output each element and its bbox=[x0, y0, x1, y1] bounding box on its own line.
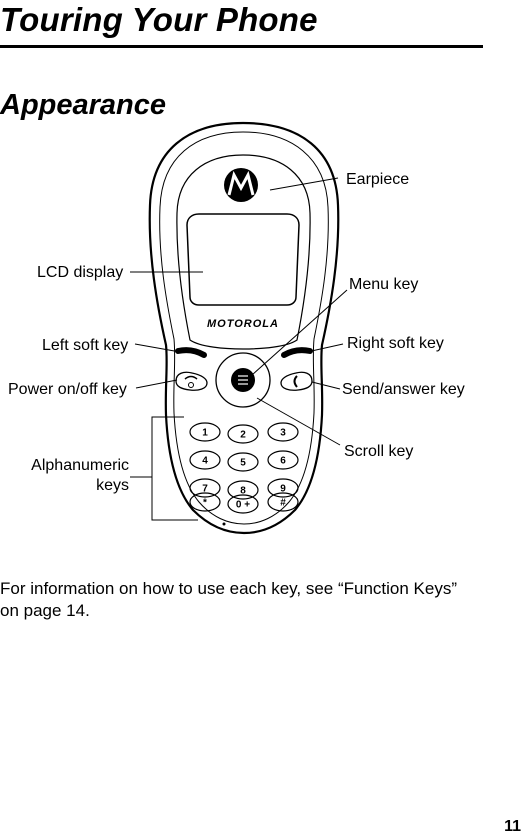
label-earpiece: Earpiece bbox=[346, 171, 409, 188]
keypad-key bbox=[267, 422, 299, 442]
body-text: For information on how to use each key, … bbox=[0, 579, 458, 620]
keypad-key-label: 7 bbox=[202, 484, 208, 495]
keypad-key-label: 1 bbox=[202, 428, 208, 439]
keypad-key bbox=[267, 478, 299, 498]
keypad-key bbox=[267, 492, 299, 512]
keypad-key-label: # bbox=[280, 498, 286, 509]
section-heading: Appearance bbox=[0, 89, 167, 121]
scroll-key bbox=[215, 352, 271, 408]
callout-lines bbox=[130, 177, 348, 521]
keypad-key-label: 4 bbox=[202, 456, 208, 467]
label-lcd-display: LCD display bbox=[37, 264, 123, 281]
phone-body bbox=[148, 121, 340, 535]
keypad-labels: 1 2 3 4 5 6 7 8 9 * 0 + # bbox=[202, 428, 286, 511]
right-soft-key bbox=[281, 347, 313, 358]
power-key bbox=[175, 371, 208, 391]
face-panel bbox=[176, 154, 311, 350]
keypad-key bbox=[227, 424, 259, 444]
keypad-key bbox=[227, 480, 259, 500]
brand-text: MOTOROLA bbox=[207, 318, 279, 330]
label-send-key: Send/answer key bbox=[342, 381, 465, 398]
phone-rim bbox=[159, 131, 329, 525]
page-title: Touring Your Phone bbox=[0, 1, 318, 38]
send-call-icon bbox=[293, 375, 298, 388]
label-keys: keys bbox=[96, 477, 129, 494]
phone-diagram: MOTOROLA 1 2 3 4 5 6 7 8 9 * 0 + # Earpiece LCD dis… bbox=[8, 121, 465, 535]
send-key bbox=[280, 371, 313, 391]
keypad-key-label: 3 bbox=[280, 428, 286, 439]
keypad-key-label: 0 + bbox=[236, 500, 250, 511]
microphone-icon bbox=[222, 522, 226, 526]
page-number: 11 bbox=[504, 818, 521, 835]
label-alphanumeric: Alphanumeric bbox=[31, 457, 129, 474]
keypad-key-label: 8 bbox=[240, 486, 246, 497]
keypad-key-label: 6 bbox=[280, 456, 286, 467]
keypad-key bbox=[189, 450, 221, 470]
keypad-key bbox=[227, 494, 259, 514]
lcd-screen bbox=[186, 213, 300, 306]
keypad-key-label: * bbox=[203, 498, 207, 509]
keypad-key bbox=[189, 478, 221, 498]
left-soft-key bbox=[175, 347, 207, 358]
keypad bbox=[189, 422, 299, 514]
keypad-key-label: 2 bbox=[240, 430, 246, 441]
label-menu-key: Menu key bbox=[349, 276, 418, 293]
keypad-key-label: 5 bbox=[240, 458, 246, 469]
end-call-icon bbox=[184, 375, 198, 380]
keypad-key bbox=[227, 452, 259, 472]
label-right-soft-key: Right soft key bbox=[347, 335, 444, 352]
label-scroll-key: Scroll key bbox=[344, 443, 413, 460]
keypad-key bbox=[189, 492, 221, 512]
label-power-key: Power on/off key bbox=[8, 381, 127, 398]
motorola-logo-icon bbox=[224, 168, 258, 202]
keypad-key bbox=[189, 422, 221, 442]
keypad-key bbox=[267, 450, 299, 470]
title-rule bbox=[0, 45, 483, 48]
label-left-soft-key: Left soft key bbox=[42, 337, 128, 354]
keypad-key-label: 9 bbox=[280, 484, 286, 495]
